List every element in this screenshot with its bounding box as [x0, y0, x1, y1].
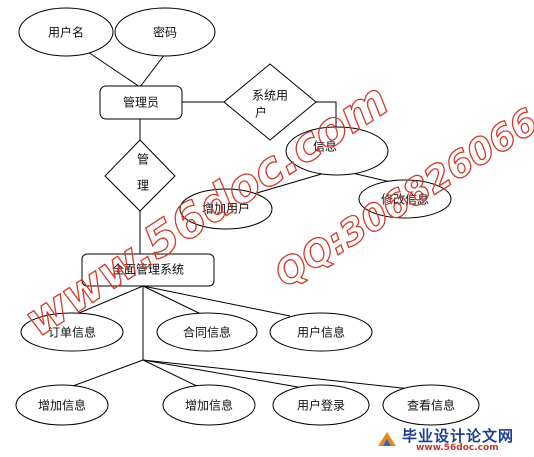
line-password-admin: [139, 53, 166, 88]
line-system-login: [142, 359, 316, 391]
attr-info: [285, 126, 389, 176]
line-system-view: [142, 359, 421, 391]
label-user-info: 用户信息: [297, 325, 345, 340]
line-username-admin: [84, 49, 141, 88]
entity-admin: [99, 85, 183, 120]
attr-add-user: [179, 188, 273, 230]
label-user-login: 用户登录: [297, 398, 345, 413]
attr-modify: [358, 179, 452, 219]
line-system-contract: [142, 285, 206, 317]
label-order-info: 订单信息: [48, 325, 96, 340]
line-system-add2: [142, 359, 206, 391]
watermark-site: www.56doc.com: [15, 72, 398, 347]
label-sysuser-2: 户: [255, 105, 267, 120]
attr-user-info: [269, 312, 373, 352]
attr-user-login: [272, 384, 370, 426]
attr-order-info: [20, 312, 124, 352]
label-manage-2: 理: [137, 179, 149, 193]
watermark-badge: 毕业设计论文网 www.56doc.com: [372, 424, 532, 456]
label-modify: 修改信息: [381, 192, 429, 207]
line-sysuser-info: [316, 101, 337, 127]
line-system-add1: [61, 359, 144, 391]
label-info: 信息: [313, 139, 337, 154]
label-sysuser-1: 系统用: [252, 89, 288, 103]
label-admin: 管理员: [123, 95, 159, 110]
attr-view-info: [382, 384, 480, 426]
label-contract-info: 合同信息: [183, 325, 231, 340]
label-username: 用户名: [48, 25, 84, 40]
label-system: 全面管理系统: [112, 262, 184, 277]
badge-url: www.56doc.com: [416, 443, 499, 453]
attr-add-info-2: [162, 384, 256, 426]
badge-logo-icon: [378, 432, 396, 446]
connectors: [61, 49, 421, 391]
line-system-order: [71, 285, 144, 317]
attr-password: [114, 7, 216, 57]
attr-username: [18, 7, 114, 57]
label-add-user: 增加用户: [202, 201, 250, 216]
badge-title: 毕业设计论文网: [402, 427, 515, 445]
rel-manage: [104, 139, 176, 212]
label-manage-1: 管: [137, 152, 149, 167]
attr-contract-info: [156, 312, 258, 352]
label-view-info: 查看信息: [407, 398, 455, 413]
label-add-info-2: 增加信息: [185, 398, 233, 413]
line-system-userinfo: [142, 285, 291, 317]
label-password: 密码: [153, 25, 177, 40]
label-add-info-1: 增加信息: [38, 398, 86, 413]
attr-add-info-1: [15, 384, 109, 426]
rel-system-user: [223, 63, 317, 141]
entity-system: [81, 253, 215, 287]
line-info-add: [249, 172, 326, 196]
